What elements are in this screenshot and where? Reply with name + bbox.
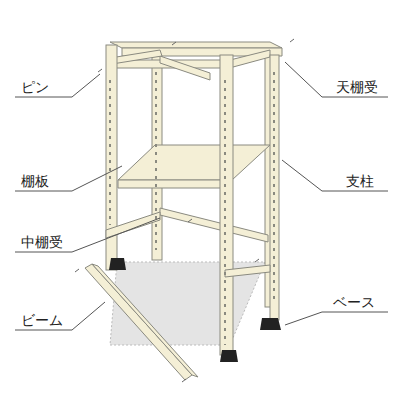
leader-lines [15, 62, 388, 330]
part-label: 天棚受 [335, 80, 379, 94]
part-label: 支柱 [345, 174, 375, 188]
part-label: ベース [332, 295, 376, 309]
part-label: 中棚受 [20, 235, 64, 249]
part-label: ピン [20, 80, 50, 94]
part-label: ビーム [20, 313, 64, 327]
part-label: 棚板 [20, 174, 50, 188]
